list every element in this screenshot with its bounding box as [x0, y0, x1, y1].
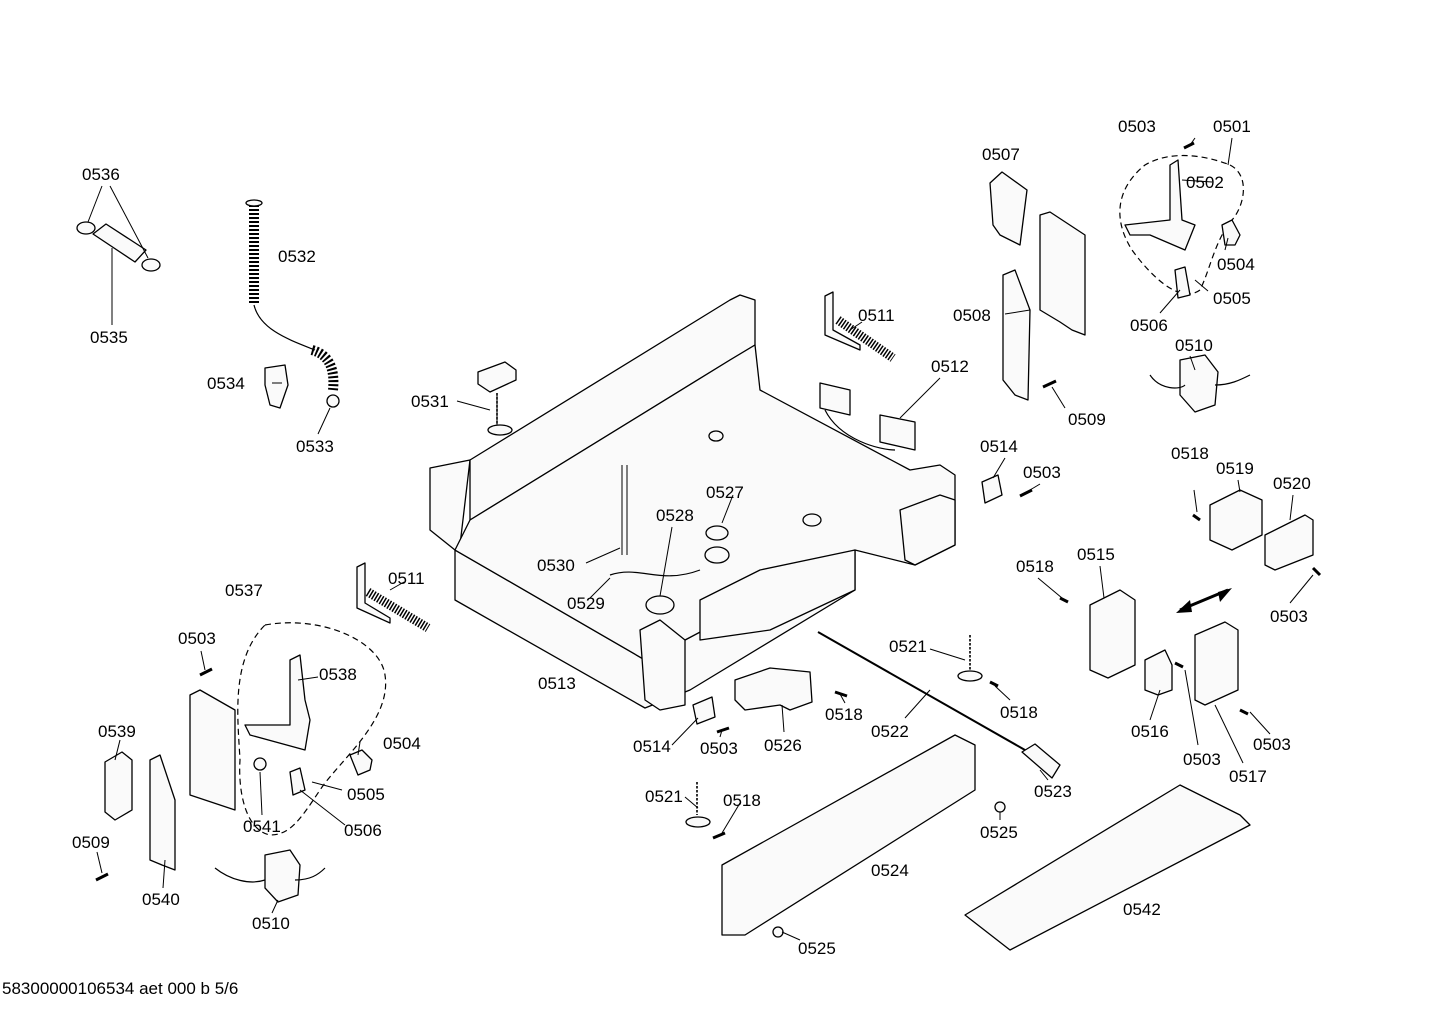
label-0529: 0529	[567, 594, 605, 613]
label-0521-a: 0521	[889, 637, 927, 656]
rod-0522-part	[817, 631, 1026, 751]
label-0525-b: 0525	[798, 939, 836, 958]
switch-0531-part	[477, 361, 517, 436]
box-0519-part	[1209, 489, 1263, 551]
label-0538: 0538	[319, 665, 357, 684]
label-0506-b: 0506	[344, 821, 382, 840]
label-0516: 0516	[1131, 722, 1169, 741]
cover-0517-part	[1194, 621, 1239, 706]
label-0517: 0517	[1229, 767, 1267, 786]
label-0503-a: 0503	[1118, 117, 1156, 136]
cover-0520-part	[1264, 514, 1314, 571]
label-0508: 0508	[953, 306, 991, 325]
label-0504-a: 0504	[1217, 255, 1255, 274]
label-0503-d: 0503	[178, 629, 216, 648]
label-0534: 0534	[207, 374, 245, 393]
valve-0526-part	[734, 667, 813, 711]
screw-0525-upper-part	[994, 801, 1006, 813]
panel-0542-part	[964, 784, 1251, 951]
label-0528: 0528	[656, 506, 694, 525]
clip-0534-part	[264, 364, 289, 409]
label-0540: 0540	[142, 890, 180, 909]
label-0512: 0512	[931, 357, 969, 376]
clip-0514-upper-part	[981, 474, 1003, 504]
double-arrow-icon	[1176, 588, 1232, 613]
label-0510-b: 0510	[252, 914, 290, 933]
label-0532: 0532	[278, 247, 316, 266]
label-0533: 0533	[296, 437, 334, 456]
label-0502: 0502	[1186, 173, 1224, 192]
label-0521-b: 0521	[645, 787, 683, 806]
base-frame-part	[429, 294, 956, 711]
label-0513: 0513	[538, 674, 576, 693]
bracket-0540-part	[149, 689, 236, 871]
label-0503-e: 0503	[1183, 750, 1221, 769]
bracket-0508-part	[1002, 211, 1086, 401]
spring-0511-lower-part	[356, 562, 431, 632]
knob-0523-part	[1021, 743, 1061, 779]
label-0525-a: 0525	[980, 823, 1018, 842]
label-0535: 0535	[90, 328, 128, 347]
label-0503-g: 0503	[700, 739, 738, 758]
sensor-0510-upper-part	[1149, 354, 1251, 413]
bracket-0507-part	[989, 171, 1028, 246]
label-0503-c: 0503	[1270, 607, 1308, 626]
label-0503-f: 0503	[1253, 735, 1291, 754]
label-0509-a: 0509	[1068, 410, 1106, 429]
hose-0532-part	[245, 199, 340, 408]
small-screws-part	[95, 141, 1322, 882]
connector-0512-part	[819, 382, 916, 451]
clip-0514-lower-part	[692, 696, 716, 725]
label-0542: 0542	[1123, 900, 1161, 919]
bracket-0539-part	[104, 751, 133, 821]
leader-lines	[87, 137, 1314, 941]
label-0530: 0530	[537, 556, 575, 575]
label-0510-a: 0510	[1175, 336, 1213, 355]
label-0518-a: 0518	[1171, 444, 1209, 463]
label-0524: 0524	[871, 861, 909, 880]
label-0505-b: 0505	[347, 785, 385, 804]
label-0514-a: 0514	[980, 437, 1018, 456]
label-0520: 0520	[1273, 474, 1311, 493]
label-0503-b: 0503	[1023, 463, 1061, 482]
label-0518-c: 0518	[1000, 703, 1038, 722]
assembly-0537-part	[237, 622, 387, 836]
label-0514-b: 0514	[633, 737, 671, 756]
screw-0525-lower-part	[772, 926, 784, 938]
sensor-0510-lower-part	[214, 849, 326, 903]
sleeve-0535-part	[76, 221, 161, 272]
label-0537: 0537	[225, 581, 263, 600]
label-0515: 0515	[1077, 545, 1115, 564]
panel-0524-part	[721, 734, 976, 936]
label-0523: 0523	[1034, 782, 1072, 801]
foot-0521-left-part	[685, 782, 711, 828]
label-0518-d: 0518	[825, 705, 863, 724]
label-0522: 0522	[871, 722, 909, 741]
label-0518-e: 0518	[723, 791, 761, 810]
label-0506-a: 0506	[1130, 316, 1168, 335]
bracket-0516-part	[1144, 649, 1173, 696]
label-0509-b: 0509	[72, 833, 110, 852]
assembly-0501-part	[1119, 155, 1244, 299]
label-0518-b: 0518	[1016, 557, 1054, 576]
label-0507: 0507	[982, 145, 1020, 164]
drawing-reference-footer: 58300000106534 aet 000 b 5/6	[2, 979, 239, 998]
bracket-0515-part	[1089, 589, 1136, 679]
part-labels: 0501 0502 0503 0504 0505 0506 0507 0508 …	[72, 117, 1311, 958]
label-0527: 0527	[706, 483, 744, 502]
label-0526: 0526	[764, 736, 802, 755]
label-0539: 0539	[98, 722, 136, 741]
label-0505-a: 0505	[1213, 289, 1251, 308]
label-0541: 0541	[243, 817, 281, 836]
foot-0521-right-part	[957, 635, 983, 682]
label-0511-a: 0511	[858, 306, 895, 325]
label-0536: 0536	[82, 165, 120, 184]
label-0504-b: 0504	[383, 734, 421, 753]
label-0519: 0519	[1216, 459, 1254, 478]
label-0511-b: 0511	[388, 569, 425, 588]
label-0501: 0501	[1213, 117, 1251, 136]
label-0531: 0531	[411, 392, 449, 411]
spring-0511-upper-part	[824, 291, 896, 362]
